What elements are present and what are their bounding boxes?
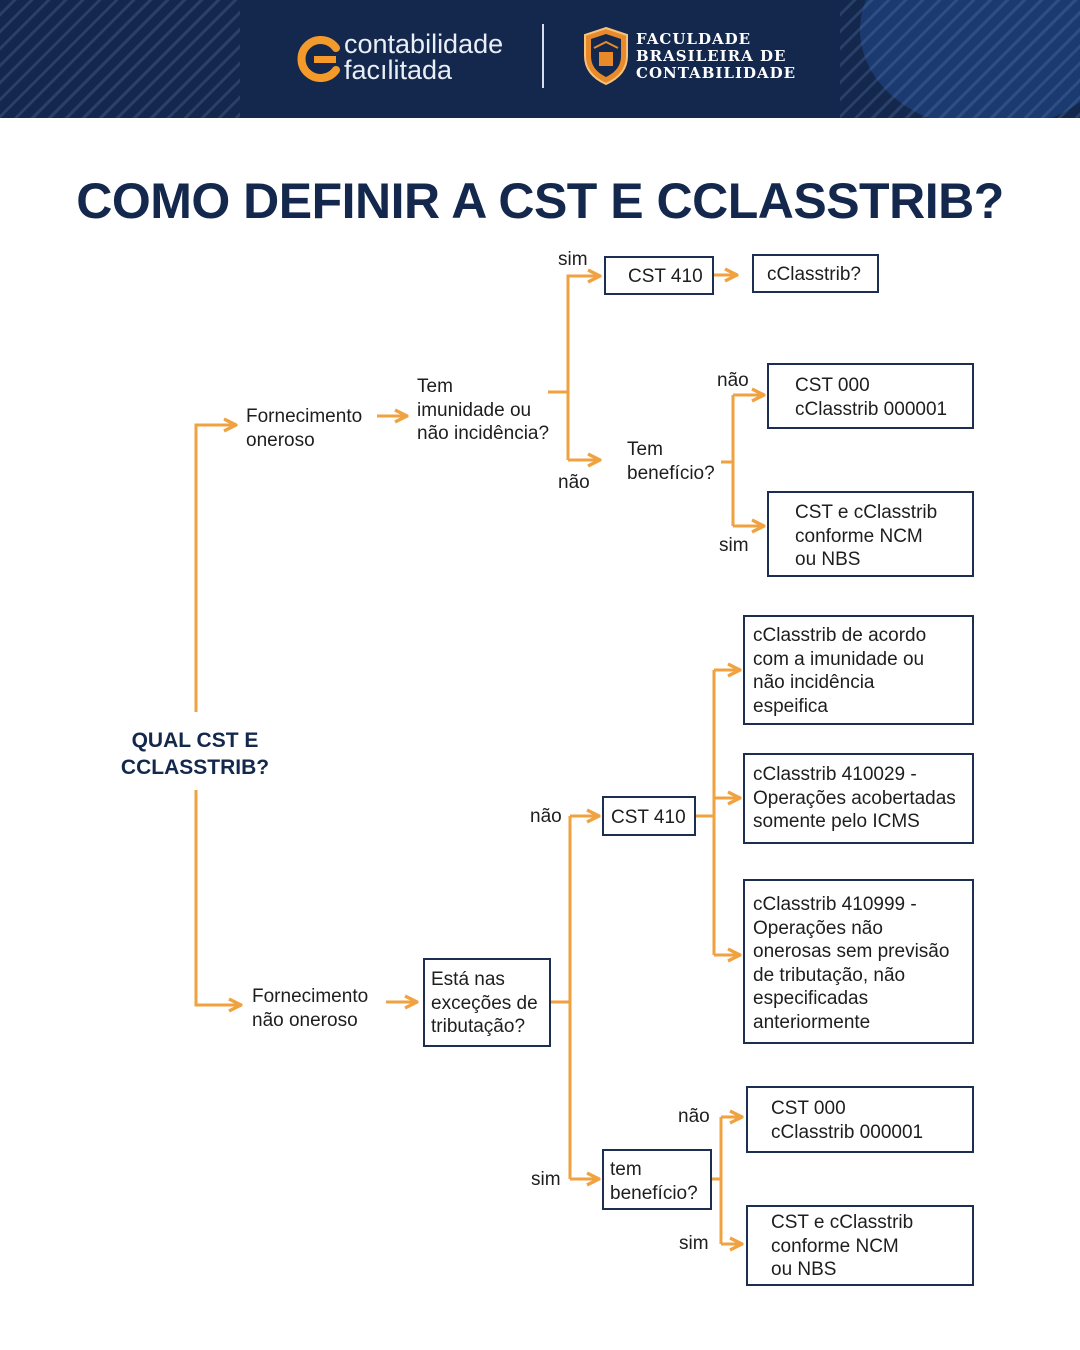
box-option-410029: cClasstrib 410029 - Operações acobertada… [743, 753, 974, 844]
box-cclasstrib-question: cClasstrib? [752, 254, 879, 293]
box-cst000-oneroso: CST 000 cClasstrib 000001 [767, 363, 974, 429]
question-imunidade: Tem imunidade ou não incidência? [417, 376, 550, 444]
header-stripes-right [840, 0, 1080, 118]
contabilidade-facilitada-logo-icon [297, 36, 340, 82]
brand2-line3: CONTABILIDADE [636, 64, 797, 82]
shield-crest-icon [584, 26, 628, 86]
label-fornecimento-nao-oneroso: Fornecimento não oneroso [252, 986, 369, 1031]
label-sim-beneficio: sim [719, 535, 749, 556]
box-option-410999: cClasstrib 410999 - Operações não oneros… [743, 879, 974, 1044]
page-title: COMO DEFINIR A CST E CCLASSTRIB? [76, 173, 1004, 229]
header-banner: contabilidade facılitada FACULDADE BRASI… [0, 0, 1080, 118]
label-sim: sim [558, 249, 588, 270]
label-nao-beneficio: não [717, 370, 749, 391]
box-excecoes-question: Está nas exceções de tributação? [423, 958, 551, 1047]
header-divider [542, 24, 544, 88]
root-question: QUAL CST E CCLASSTRIB? [120, 729, 270, 779]
label-nao: não [558, 472, 590, 493]
box-beneficio-question: tem benefício? [602, 1149, 712, 1210]
box-cst-ncm-nao-oneroso: CST e cClasstrib conforme NCM ou NBS [746, 1205, 974, 1286]
label-fornecimento-oneroso: Fornecimento oneroso [246, 406, 363, 451]
header-stripes-left [0, 0, 240, 118]
box-cst000-nao-oneroso: CST 000 cClasstrib 000001 [746, 1086, 974, 1153]
brand1-line1: contabilidade [344, 29, 504, 59]
box-cst410-oneroso: CST 410 [604, 256, 714, 295]
brand2-line1: FACULDADE [636, 30, 752, 48]
label-nao-beneficio-nao-oneroso: não [678, 1106, 710, 1127]
label-nao-excecoes: não [530, 806, 562, 827]
brand1-line2: facılitada [344, 55, 453, 85]
question-beneficio-oneroso: Tem benefício? [627, 439, 715, 484]
box-option-imunidade: cClasstrib de acordo com a imunidade ou … [743, 615, 974, 725]
box-cst-ncm-oneroso: CST e cClasstrib conforme NCM ou NBS [767, 491, 974, 577]
label-sim-beneficio-nao-oneroso: sim [679, 1233, 709, 1254]
brand2-line2: BRASILEIRA DE [636, 47, 787, 65]
header-decor [860, 0, 1080, 118]
label-sim-excecoes: sim [531, 1169, 561, 1190]
box-cst410-nao-oneroso: CST 410 [602, 796, 696, 836]
